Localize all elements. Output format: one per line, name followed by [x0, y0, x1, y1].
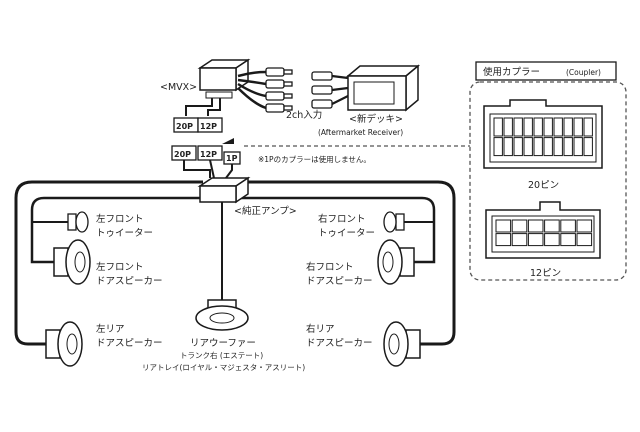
coupler-pin-cell: [493, 117, 503, 137]
rear-woofer-icon: [195, 299, 249, 331]
left-outer-wire: [14, 180, 203, 346]
rear-woofer-label: リアウーファー: [190, 338, 256, 349]
left-front-door-label-2: ドアスピーカー: [96, 276, 163, 287]
right-rear-door-speaker-icon: [383, 321, 421, 367]
left-front-tweeter-icon: [67, 211, 89, 233]
rca-harness: [237, 70, 267, 110]
coupler-pin-cell: [493, 137, 503, 157]
coupler-pin-cell: [553, 137, 563, 157]
left-rear-door-speaker-icon: [45, 321, 83, 367]
left-front-tweeter-label-2: トゥイーター: [96, 228, 153, 239]
coupler-pin-cell: [573, 117, 583, 137]
coupler-title-sub: (Coupler): [566, 68, 601, 77]
left-inner-wire: [30, 196, 206, 264]
coupler-panel: [469, 81, 627, 281]
coupler-title-box: [475, 61, 617, 81]
right-front-door-speaker-icon: [377, 239, 415, 285]
coupler-pin-cell: [513, 117, 523, 137]
mvx-12p-label: 12P: [200, 122, 217, 131]
factory-1p-label: 1P: [226, 154, 238, 163]
coupler-pin-cell: [495, 233, 512, 247]
coupler-pin-cell: [553, 117, 563, 137]
coupler-pin-cell: [523, 117, 533, 137]
mvx-20p-label: 20P: [176, 122, 193, 131]
coupler-pin-cell: [576, 233, 593, 247]
coupler-pin-cell: [560, 219, 576, 233]
coupler-pin-cell: [527, 233, 544, 247]
rca-plugs: [265, 67, 293, 113]
coupler-pin-cell: [511, 233, 528, 247]
coupler-pin-cell: [544, 233, 560, 247]
aftermarket-label: (Aftermarket Receiver): [318, 128, 403, 137]
factory-harness: [183, 159, 233, 179]
factory-12p-label: 12P: [200, 150, 217, 159]
left-front-door-label-1: 左フロント: [96, 261, 144, 273]
right-rear-door-label-1: 右リア: [306, 323, 335, 335]
coupler-pin-cell: [544, 219, 560, 233]
coupler-20pin-label: 20ピン: [528, 180, 559, 191]
right-outer-wire: [244, 180, 456, 346]
new-deck-label: <新デッキ>: [349, 113, 403, 125]
left-rear-door-label-2: ドアスピーカー: [96, 338, 163, 349]
coupler-pin-cell: [583, 117, 593, 137]
right-rear-door-label-2: ドアスピーカー: [306, 338, 373, 349]
coupler-20pin-icon: [483, 99, 603, 169]
right-inner-wire: [240, 196, 436, 264]
left-front-tweeter-label-1: 左フロント: [96, 213, 144, 225]
mvx-harness: [185, 98, 221, 116]
coupler-pin-cell: [560, 233, 576, 247]
deck-rca-plugs: [311, 71, 349, 109]
left-rear-door-label-1: 左リア: [96, 323, 125, 335]
left-front-door-speaker-icon: [53, 239, 91, 285]
right-front-door-label-2: ドアスピーカー: [306, 276, 373, 287]
coupler-pin-cell: [511, 219, 528, 233]
right-front-tweeter-label-2: トゥイーター: [318, 228, 375, 239]
factory-20p-label: 20P: [174, 150, 191, 159]
coupler-12pin-label: 12ピン: [530, 268, 561, 279]
new-deck-unit: [345, 64, 421, 112]
coupler-pin-cell: [543, 137, 553, 157]
coupler-pin-cell: [495, 219, 512, 233]
coupler-pin-cell: [583, 137, 593, 157]
mvx-connector-12p: [197, 117, 223, 133]
right-front-tweeter-icon: [383, 211, 405, 233]
coupler-pin-cell: [563, 137, 573, 157]
coupler-pin-cell: [527, 219, 544, 233]
right-front-door-label-1: 右フロント: [306, 261, 354, 273]
coupler-12pin-icon: [485, 201, 601, 259]
rear-woofer-trunk-label: トランク右 (エステート): [180, 350, 263, 360]
coupler-pin-cell: [576, 219, 593, 233]
coupler-pin-cell: [533, 137, 543, 157]
coupler-pin-cell: [523, 137, 533, 157]
input-2ch-label: 2ch入力: [286, 109, 322, 121]
mvx-label: <MVX>: [160, 82, 197, 93]
rear-woofer-tray-label: リアトレイ(ロイヤル・マジェスタ・アスリート): [142, 363, 305, 372]
coupler-pin-cell: [503, 117, 513, 137]
factory-amp-label: <純正アンプ>: [234, 205, 297, 217]
coupler-pin-cell: [543, 117, 553, 137]
factory-amp: [197, 176, 251, 204]
note-1p-unused: ※1Pのカプラーは使用しません。: [258, 154, 371, 164]
coupler-pin-cell: [563, 117, 573, 137]
coupler-pin-cell: [513, 137, 523, 157]
coupler-pin-cell: [573, 137, 583, 157]
connector-arrow-icon: [222, 138, 234, 144]
coupler-title: 使用カプラー: [483, 66, 540, 78]
coupler-pin-cell: [503, 137, 513, 157]
coupler-pin-cell: [533, 117, 543, 137]
right-front-tweeter-label-1: 右フロント: [318, 213, 366, 225]
